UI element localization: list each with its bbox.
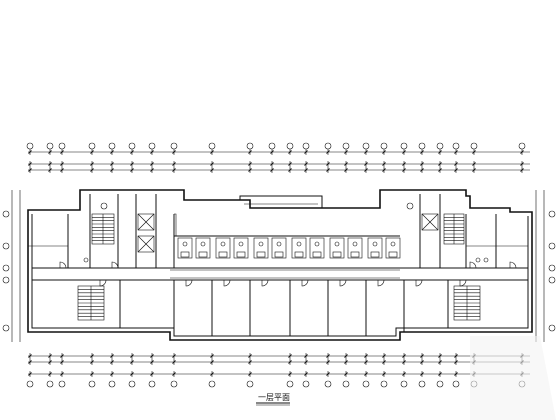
top-dimension-lines bbox=[28, 149, 530, 173]
top-grid-bubbles bbox=[26, 142, 526, 150]
bottom-grid-bubble bbox=[246, 380, 254, 388]
exterior-walls bbox=[27, 189, 533, 341]
top-grid-bubble bbox=[342, 142, 350, 150]
door-swing-icon bbox=[59, 261, 517, 287]
bottom-grid-bubble bbox=[324, 380, 332, 388]
interior-partitions bbox=[28, 194, 528, 336]
bottom-grid-bubble bbox=[58, 380, 66, 388]
top-grid-bubble bbox=[362, 142, 370, 150]
right-grid-bubble bbox=[548, 276, 556, 284]
bottom-grid-bubble bbox=[418, 380, 426, 388]
top-grid-bubble bbox=[302, 142, 310, 150]
top-grid-bubble bbox=[268, 142, 276, 150]
toilet-icon bbox=[83, 202, 489, 263]
bottom-grid-bubble bbox=[108, 380, 116, 388]
guest-room-modules bbox=[174, 213, 401, 259]
top-grid-bubble bbox=[108, 142, 116, 150]
bottom-grid-bubble bbox=[452, 380, 460, 388]
bottom-grid-bubble bbox=[46, 380, 54, 388]
left-grid-bubble bbox=[2, 264, 10, 272]
right-grid-bubble bbox=[548, 242, 556, 250]
bottom-dimension-lines bbox=[28, 353, 530, 377]
bottom-grid-bubble bbox=[362, 380, 370, 388]
bottom-grid-bubble bbox=[148, 380, 156, 388]
bottom-grid-bubble bbox=[26, 380, 34, 388]
top-grid-bubble bbox=[88, 142, 96, 150]
central-corridor bbox=[32, 267, 528, 281]
top-grid-bubble bbox=[148, 142, 156, 150]
elevator-icon bbox=[137, 213, 439, 253]
top-grid-bubble bbox=[470, 142, 478, 150]
bottom-grid-bubble bbox=[208, 380, 216, 388]
top-grid-bubble bbox=[170, 142, 178, 150]
render-artifact bbox=[470, 336, 556, 420]
right-grid-bubble bbox=[548, 324, 556, 332]
left-grid-bubble bbox=[2, 324, 10, 332]
left-grid-bubbles bbox=[2, 210, 10, 332]
stair-icon bbox=[77, 213, 481, 321]
top-grid-bubble bbox=[518, 142, 526, 150]
bottom-grid-bubble bbox=[302, 380, 310, 388]
right-grid-bubble bbox=[548, 210, 556, 218]
top-grid-bubble bbox=[128, 142, 136, 150]
drawing-caption: 一层平面 bbox=[258, 393, 290, 402]
top-grid-bubble bbox=[246, 142, 254, 150]
top-grid-bubble bbox=[324, 142, 332, 150]
top-grid-bubble bbox=[400, 142, 408, 150]
bottom-grid-bubble bbox=[436, 380, 444, 388]
bottom-grid-bubble bbox=[88, 380, 96, 388]
top-grid-bubble bbox=[286, 142, 294, 150]
top-grid-bubble bbox=[208, 142, 216, 150]
side-dimension-lines bbox=[11, 190, 545, 342]
top-grid-bubble bbox=[58, 142, 66, 150]
left-grid-bubble bbox=[2, 242, 10, 250]
bottom-grid-bubble bbox=[400, 380, 408, 388]
left-grid-bubble bbox=[2, 210, 10, 218]
bottom-grid-bubble bbox=[128, 380, 136, 388]
top-grid-bubble bbox=[380, 142, 388, 150]
bottom-grid-bubbles bbox=[26, 380, 526, 388]
top-grid-bubble bbox=[452, 142, 460, 150]
right-grid-bubbles bbox=[548, 210, 556, 332]
bottom-grid-bubble bbox=[380, 380, 388, 388]
bottom-grid-bubble bbox=[286, 380, 294, 388]
bottom-grid-bubble bbox=[342, 380, 350, 388]
top-grid-bubble bbox=[26, 142, 34, 150]
right-grid-bubble bbox=[548, 264, 556, 272]
bottom-grid-bubble bbox=[170, 380, 178, 388]
top-grid-bubble bbox=[436, 142, 444, 150]
top-grid-bubble bbox=[418, 142, 426, 150]
left-grid-bubble bbox=[2, 276, 10, 284]
top-grid-bubble bbox=[46, 142, 54, 150]
